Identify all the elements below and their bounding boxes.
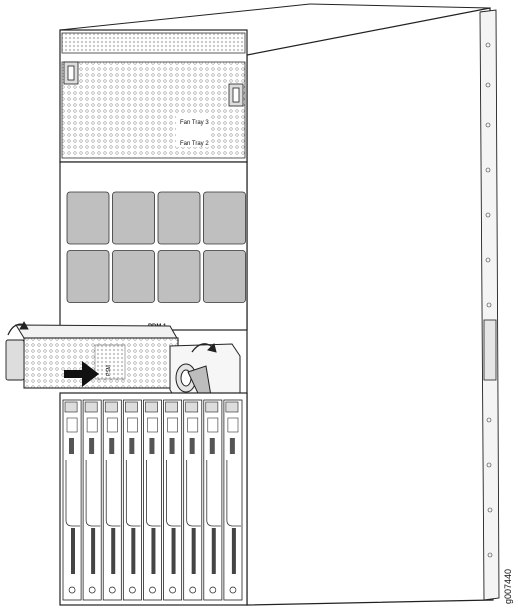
air-filter-cell bbox=[157, 191, 201, 245]
line-card bbox=[122, 399, 142, 601]
psm-left-latch bbox=[5, 321, 29, 381]
air-filter-cell bbox=[203, 250, 246, 303]
psm-label: PSM bbox=[106, 365, 112, 376]
air-filter-cell bbox=[112, 250, 155, 303]
line-card bbox=[62, 399, 82, 601]
chassis-side-panel bbox=[59, 3, 500, 606]
fan-tray-2-label: Fan Tray 2 bbox=[180, 141, 209, 147]
line-card bbox=[223, 399, 243, 601]
air-filter-cell bbox=[66, 191, 110, 245]
fan-tray-3-label: Fan Tray 3 bbox=[180, 120, 209, 126]
fan-tray-handle-right bbox=[228, 83, 244, 107]
fan-tray-handle-left bbox=[63, 61, 79, 85]
line-card bbox=[143, 399, 162, 601]
line-card bbox=[203, 399, 223, 601]
rail-holes bbox=[485, 42, 493, 558]
air-filter-cell bbox=[203, 191, 246, 245]
air-filter-cell bbox=[112, 191, 155, 245]
line-card bbox=[183, 399, 203, 601]
figure-id-label: g007440 bbox=[503, 569, 513, 604]
fan-tray-panel: Fan Tray 3 Fan Tray 2 bbox=[59, 29, 248, 163]
air-filter-cell bbox=[157, 250, 201, 303]
line-card bbox=[82, 399, 102, 601]
rail-bracket bbox=[483, 319, 497, 381]
line-card bbox=[163, 399, 183, 601]
line-card bbox=[102, 399, 122, 601]
air-filter-cell bbox=[66, 250, 110, 303]
insert-arrow bbox=[64, 361, 99, 387]
line-card-cage bbox=[59, 392, 248, 606]
air-filter-panel: PDM 1 bbox=[59, 161, 248, 331]
filter-grid bbox=[66, 191, 246, 303]
